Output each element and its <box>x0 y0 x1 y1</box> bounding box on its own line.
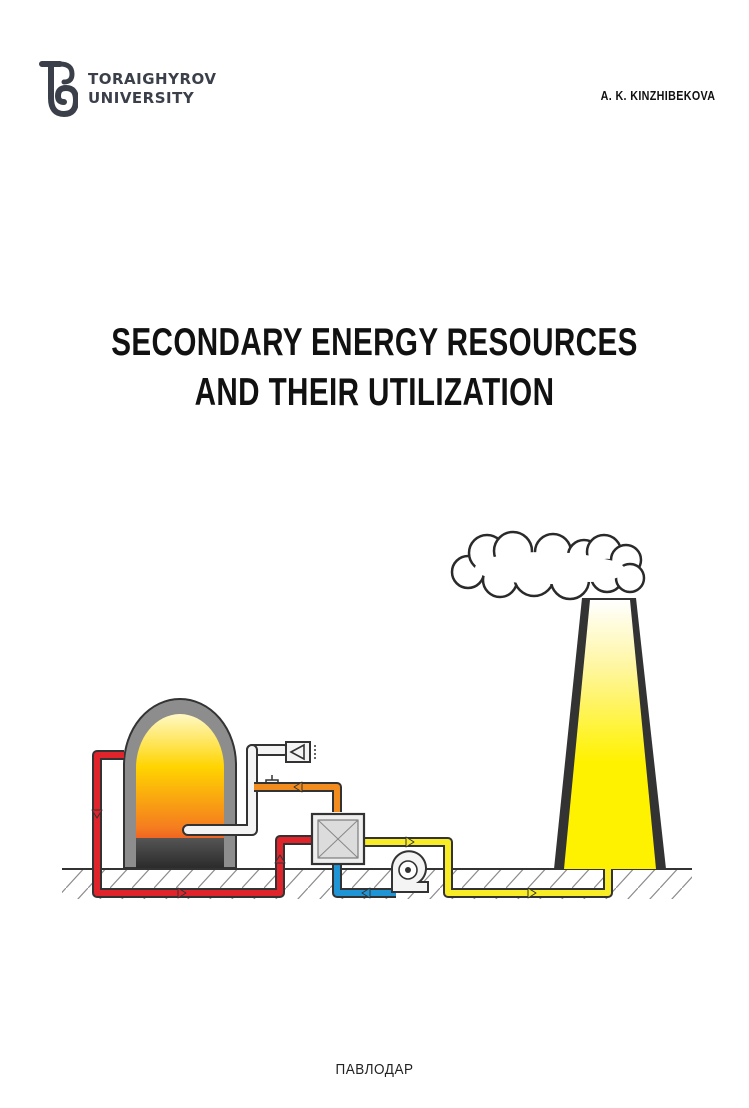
title-line-2: AND THEIR UTILIZATION <box>194 371 555 414</box>
burner-fan-icon <box>285 741 316 763</box>
heat-recovery-system-illustration <box>62 530 692 899</box>
fan-icon <box>391 850 429 893</box>
publisher-line-2: UNIVERSITY <box>88 89 195 107</box>
heat-exchanger <box>310 812 366 866</box>
furnace <box>123 698 237 869</box>
warm-air-pipe <box>254 781 342 812</box>
publisher-logo: TORAIGHYROV UNIVERSITY <box>38 58 216 120</box>
burner-pipe <box>182 744 290 836</box>
publication-city: ПАВЛОДАР <box>335 1061 414 1078</box>
publisher-name: TORAIGHYROV UNIVERSITY <box>88 70 216 108</box>
book-title: SECONDARY ENERGY RESOURCES AND THEIR UTI… <box>0 318 749 418</box>
smoke-cloud <box>450 530 646 601</box>
hot-water-pipe <box>91 750 312 899</box>
cold-water-pipe <box>332 862 396 899</box>
chimney <box>554 598 666 869</box>
publisher-line-1: TORAIGHYROV <box>88 70 217 88</box>
university-logo-icon <box>39 61 78 117</box>
title-line-1: SECONDARY ENERGY RESOURCES <box>111 321 638 364</box>
exhaust-pipe <box>362 836 613 899</box>
author-name: A. K. KINZHIBEKOVA <box>600 89 715 103</box>
